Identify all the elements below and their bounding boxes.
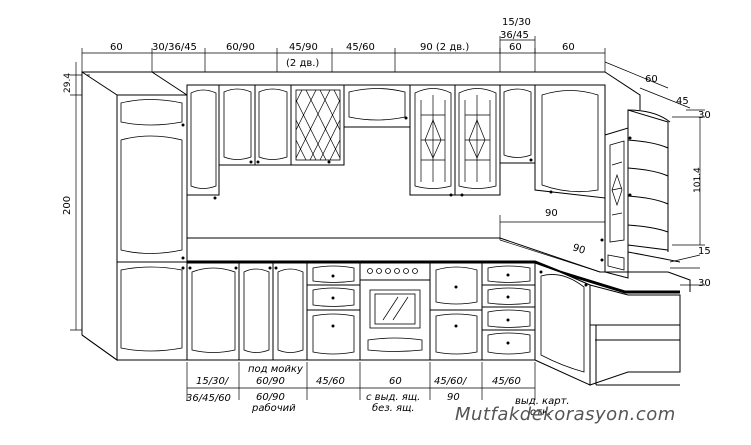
dim-top-1: 60 [110, 42, 123, 53]
dim-left-offset: 29.4 [63, 73, 73, 93]
dim-bottom-6: 45/60 [492, 376, 521, 387]
dim-top-2: 30/36/45 [152, 42, 197, 53]
dim-right-corner-width: 90 [545, 208, 558, 219]
dim-bottom-3: 45/60 [316, 376, 345, 387]
dim-bottom-2-top-2: 60/90 [256, 376, 285, 387]
right-dimension-lines [499, 109, 705, 286]
dim-top-5: 45/60 [346, 42, 375, 53]
dim-bottom-2-top-1: под мойку [248, 364, 304, 375]
dim-bottom-4-bottom-2: без. ящ. [372, 402, 415, 414]
dim-right-counter-gap: 15 [698, 246, 711, 257]
dim-bottom-4-top: 60 [389, 376, 402, 387]
corner-shelf-tower [600, 109, 681, 279]
dim-bottom-5-top: 45/60/ [434, 376, 468, 387]
dim-top-7: 60 [509, 42, 522, 53]
dim-bottom-7-1: выд. карт. [515, 396, 570, 407]
dim-side-depth-1: 60 [645, 74, 658, 85]
dim-top-4: 45/90 [289, 42, 318, 53]
dim-right-shelf-height: 101.4 [693, 167, 703, 193]
tall-cabinet [81, 71, 188, 361]
dim-bottom-1-top: 15/30/ [196, 376, 230, 387]
base-cabinets [81, 262, 681, 386]
dim-bottom-2-bottom-1: 60/90 [256, 392, 285, 403]
top-dimension-labels: 60 30/36/45 60/90 45/90 (2 дв.) 45/60 90… [110, 17, 689, 107]
dim-side-depth-2: 45 [676, 96, 689, 107]
dim-right-corner-diag: 90 [571, 242, 587, 256]
dim-left-height: 200 [62, 196, 73, 215]
dim-bottom-4-bottom-1: с выд. ящ. [366, 392, 420, 403]
dim-top-6: 90 (2 дв.) [420, 42, 469, 53]
bottom-dimension-lines [186, 362, 536, 400]
wall-cabinets [152, 71, 641, 200]
dim-bottom-7-2: отк. [530, 407, 551, 418]
dim-top-8: 60 [562, 42, 575, 53]
watermark-text: Mutfakdekorasyon.com [455, 404, 676, 425]
dim-bottom-5-bottom: 90 [447, 392, 460, 403]
lattice-door [295, 89, 341, 161]
top-dimension-lines [81, 36, 691, 109]
dim-bottom-2-bottom-2: рабочий [251, 402, 296, 414]
dim-top-7-mid: 36/45 [500, 30, 529, 41]
dim-right-counter-depth: 30 [698, 278, 711, 289]
dim-top-4-sub: (2 дв.) [286, 58, 319, 69]
dim-bottom-1-bottom: 36/45/60 [186, 393, 231, 404]
dim-top-7-top: 15/30 [502, 17, 531, 28]
glass-door-pattern [420, 95, 491, 182]
dim-right-shelf-depth: 30 [698, 110, 711, 121]
dim-top-3: 60/90 [226, 42, 255, 53]
bottom-dimension-labels: 15/30/ 36/45/60 под мойку 60/90 60/90 ра… [186, 364, 570, 418]
